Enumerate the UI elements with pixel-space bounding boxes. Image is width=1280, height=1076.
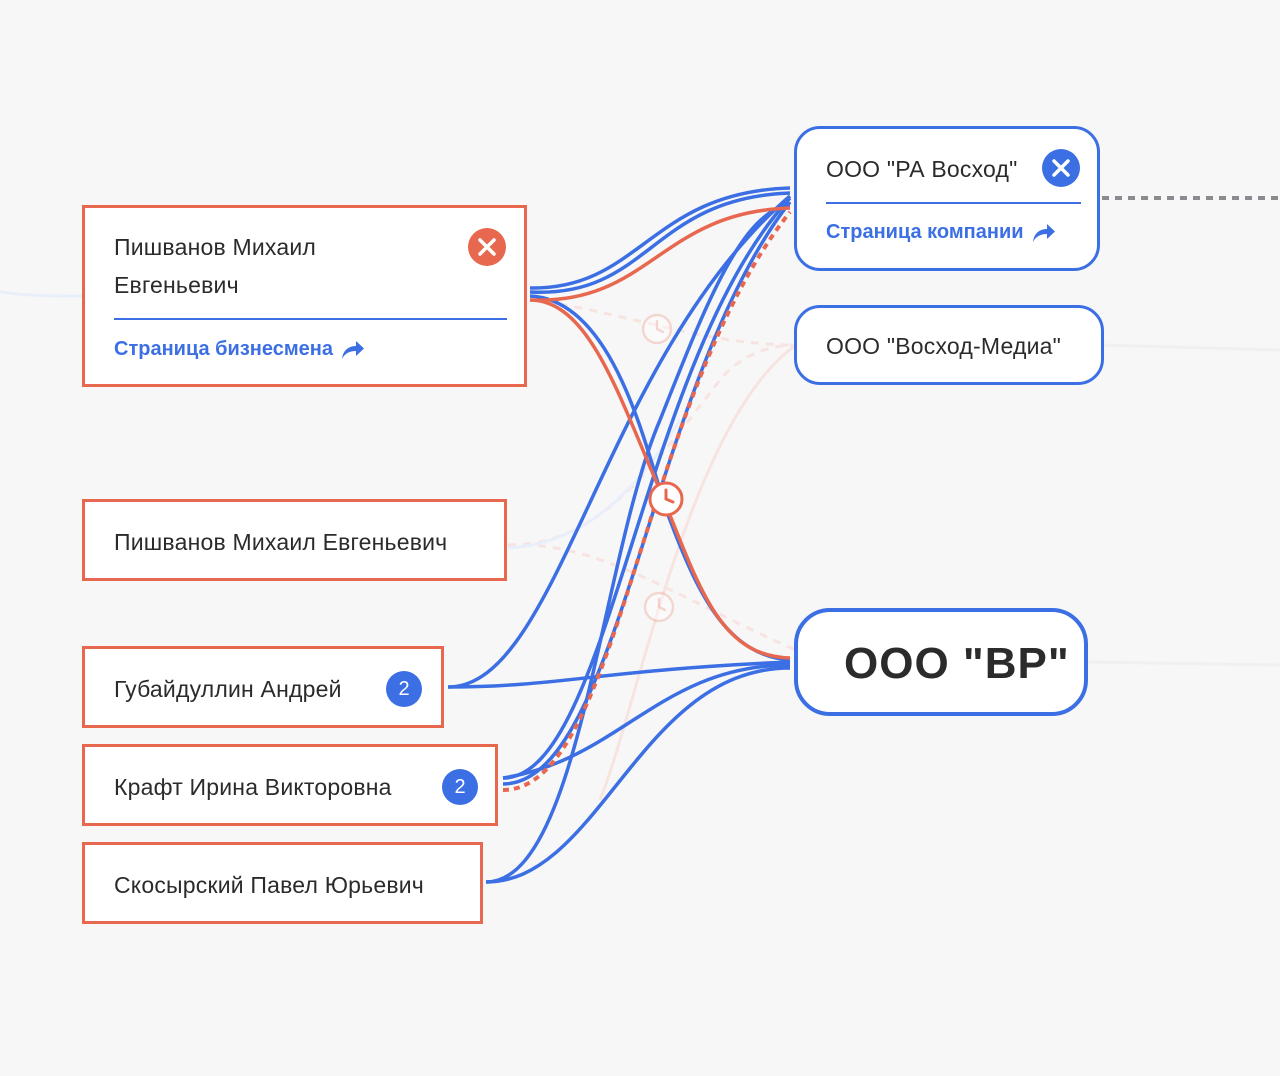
clock-icon[interactable] <box>647 480 685 518</box>
person-name: Губайдуллин Андрей <box>114 676 342 702</box>
blue-edge <box>485 203 791 884</box>
company-name: ООО "РА Восход" <box>826 156 1018 182</box>
company-node-ra-voskhod[interactable]: ООО "РА Восход" Страница компании <box>794 126 1100 271</box>
person-node-gubaidullin[interactable]: Губайдуллин Андрей 2 <box>82 646 444 728</box>
person-node-skosyrsky[interactable]: Скосырский Павел Юрьевич <box>82 842 483 924</box>
company-name: ООО "ВР" <box>844 639 1070 688</box>
company-page-link[interactable]: Страница компании <box>826 221 1056 244</box>
blue-edge <box>447 660 791 689</box>
connections-count-badge: 2 <box>442 769 478 805</box>
company-node-voskhod-media[interactable]: ООО "Восход-Медиа" <box>794 305 1104 385</box>
connections-count-badge: 2 <box>386 671 422 707</box>
company-node-vr[interactable]: ООО "ВР" <box>794 608 1088 716</box>
share-arrow-icon <box>341 340 364 359</box>
clock-icon[interactable] <box>640 312 674 346</box>
company-name: ООО "Восход-Медиа" <box>826 333 1061 359</box>
businessman-page-link-label: Страница бизнесмена <box>114 338 333 360</box>
person-name-line2: Евгеньевич <box>114 272 239 298</box>
faint-edge <box>507 543 797 652</box>
card-divider <box>114 318 507 320</box>
blue-edge <box>447 194 792 689</box>
close-icon[interactable] <box>1042 149 1080 187</box>
person-name: Скосырский Павел Юрьевич <box>114 872 424 898</box>
blue-edge <box>529 186 791 290</box>
blue-edge <box>502 663 791 780</box>
person-node-pishvanov[interactable]: Пишванов Михаил Евгеньевич <box>82 499 507 581</box>
person-name: Пишванов Михаил Евгеньевич <box>114 529 448 555</box>
share-arrow-icon <box>1032 223 1055 242</box>
clock-icon[interactable] <box>642 590 676 624</box>
businessman-page-link[interactable]: Страница бизнесмена <box>114 338 365 361</box>
company-page-link-label: Страница компании <box>826 221 1024 243</box>
person-name: Пишванов Михаил <box>114 234 316 260</box>
faint-edge <box>1099 343 1280 352</box>
blue-edge <box>529 191 791 294</box>
blue-edge <box>502 196 792 780</box>
card-divider <box>826 202 1081 204</box>
person-name: Крафт Ирина Викторовна <box>114 774 392 800</box>
blue-edge <box>485 666 791 884</box>
faint-edge <box>598 343 797 801</box>
close-icon[interactable] <box>468 228 506 266</box>
red-dashed-edge <box>502 210 792 792</box>
faint-edge <box>1087 660 1280 667</box>
person-node-pishvanov-expanded[interactable]: Пишванов Михаил Евгеньевич Страница бизн… <box>82 205 527 387</box>
faint-edge <box>0 290 85 298</box>
red-edge <box>529 206 791 302</box>
person-node-kraft[interactable]: Крафт Ирина Викторовна 2 <box>82 744 498 826</box>
faint-edge <box>507 419 682 550</box>
faint-edge <box>507 343 797 547</box>
